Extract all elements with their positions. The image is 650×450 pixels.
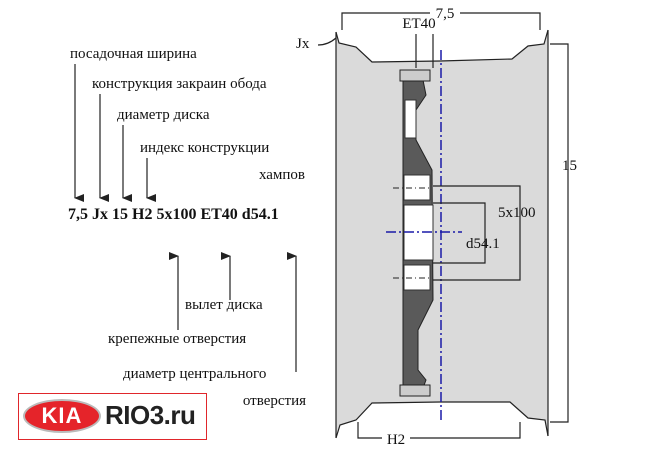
annotations: посадочная ширина конструкция закраин об…	[68, 46, 306, 409]
bottom-rim	[335, 401, 549, 439]
top-rim-mask	[330, 20, 555, 62]
spoke-window-top	[404, 99, 417, 139]
flange-label: конструкция закраин обода	[92, 76, 267, 92]
offset-value: ET40	[402, 16, 435, 32]
bolt-label: крепежные отверстия	[108, 331, 246, 347]
bolt-nut-top	[399, 69, 431, 82]
wheel-code: 7,5 Jx 15 H2 5x100 ET40 d54.1	[68, 206, 279, 223]
site-name: RIO3.ru	[105, 400, 196, 430]
kia-logo-oval: KIA	[23, 399, 101, 433]
flange-leader	[317, 37, 337, 46]
hump-dimension	[357, 422, 521, 439]
center-bore-label-line1: диаметр центрального	[123, 366, 266, 382]
center-bore-label-line2: отверстия	[243, 393, 306, 409]
bore-value: d54.1	[466, 236, 500, 252]
diameter-label: диаметр диска	[117, 107, 210, 123]
dimensions: 7,5 ET40 Jx 15 5x100 d54.1 H2	[296, 4, 577, 448]
pcd-dimension	[433, 185, 521, 281]
hump-value: H2	[387, 432, 405, 448]
diameter-value: 15	[562, 158, 577, 174]
wheel-section	[330, 20, 555, 450]
diameter-dimension	[550, 43, 569, 423]
wheel-body	[336, 30, 548, 440]
bolt-nut-bottom	[399, 384, 431, 397]
bore-dimension	[433, 202, 486, 264]
pcd-value: 5x100	[498, 205, 536, 221]
hump-label-line2: хампов	[259, 167, 305, 183]
hump-label-line1: индекс конструкции	[140, 140, 269, 156]
offset-label: вылет диска	[185, 297, 263, 313]
width-value: 7,5	[436, 6, 455, 22]
site-logo: KIA RIO3.ru	[18, 393, 207, 440]
width-label: посадочная ширина	[70, 46, 197, 62]
top-rim	[335, 29, 549, 63]
flange-value: Jx	[296, 36, 310, 52]
